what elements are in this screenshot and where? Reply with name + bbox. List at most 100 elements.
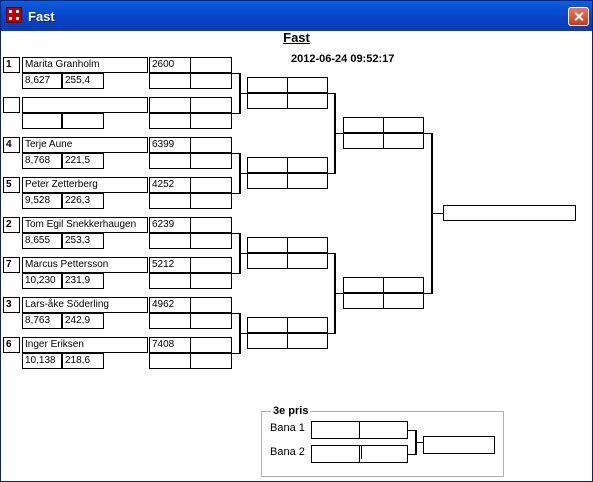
stat-field[interactable] — [22, 273, 62, 289]
stat-field[interactable] — [22, 113, 62, 129]
window-title: Fast — [28, 9, 55, 24]
bracket-line — [424, 293, 432, 294]
stat-field[interactable] — [62, 313, 104, 329]
app-icon — [6, 7, 22, 23]
quarterfinal-cell[interactable] — [287, 317, 328, 333]
close-button[interactable] — [568, 7, 589, 26]
quarterfinal-cell[interactable] — [287, 253, 328, 269]
score-cell[interactable] — [190, 57, 232, 73]
score-cell[interactable] — [190, 353, 232, 369]
quarterfinal-cell[interactable] — [287, 333, 328, 349]
quarterfinal-cell[interactable] — [287, 237, 328, 253]
stat-field[interactable] — [62, 113, 104, 129]
final-winner-field[interactable] — [443, 205, 576, 221]
score-cell[interactable] — [190, 257, 232, 273]
quarterfinal-cell[interactable] — [247, 77, 288, 93]
quarterfinal-cell[interactable] — [247, 317, 288, 333]
score-cell[interactable] — [190, 113, 232, 129]
stat-field[interactable] — [22, 193, 62, 209]
score-cell[interactable] — [149, 233, 191, 249]
stat-field[interactable] — [22, 233, 62, 249]
player-name-field[interactable] — [22, 177, 148, 193]
player-name-field[interactable] — [22, 297, 148, 313]
player-name-field[interactable] — [22, 137, 148, 153]
player-name: Peter Zetterberg — [25, 179, 98, 190]
quarterfinal-cell[interactable] — [287, 77, 328, 93]
bracket-line — [408, 454, 416, 455]
bracket-line — [232, 313, 240, 314]
third-place-cell[interactable] — [359, 445, 408, 463]
stat-field[interactable] — [62, 353, 104, 369]
score-cell[interactable] — [149, 153, 191, 169]
stat-field[interactable] — [62, 233, 104, 249]
player-name-field[interactable] — [22, 57, 148, 73]
score-cell[interactable] — [190, 337, 232, 353]
score-cell[interactable] — [190, 97, 232, 113]
score-cell[interactable] — [190, 193, 232, 209]
third-place-cell[interactable] — [359, 421, 408, 439]
title-bar[interactable]: Fast — [1, 1, 592, 31]
score-cell[interactable] — [149, 353, 191, 369]
seed-number: 2 — [3, 217, 20, 233]
score-cell[interactable] — [149, 113, 191, 129]
quarterfinal-cell[interactable] — [287, 93, 328, 109]
bracket-line — [232, 273, 240, 274]
semifinal-cell[interactable] — [343, 117, 384, 133]
score-cell[interactable] — [190, 177, 232, 193]
bracket-line — [232, 353, 240, 354]
player-name-field[interactable] — [22, 257, 148, 273]
semifinal-cell[interactable] — [383, 277, 424, 293]
third-place-cell[interactable] — [311, 421, 360, 439]
quarterfinal-cell[interactable] — [247, 237, 288, 253]
score-cell[interactable] — [190, 273, 232, 289]
player-name-field[interactable] — [22, 97, 148, 113]
score-cell[interactable] — [190, 313, 232, 329]
lane-1-label: Bana 1 — [270, 422, 305, 434]
score-cell[interactable] — [149, 73, 191, 89]
bracket-line — [328, 93, 335, 94]
score-cell[interactable] — [149, 313, 191, 329]
player-name-field[interactable] — [22, 337, 148, 353]
quarterfinal-cell[interactable] — [247, 333, 288, 349]
score-cell[interactable] — [190, 137, 232, 153]
player-name-field[interactable] — [22, 217, 148, 233]
quarterfinal-cell[interactable] — [287, 173, 328, 189]
player-name: Marcus Pettersson — [25, 259, 109, 270]
quarterfinal-cell[interactable] — [287, 157, 328, 173]
quarterfinal-cell[interactable] — [247, 93, 288, 109]
third-place-legend: 3e pris — [271, 405, 311, 417]
player-stat-1: 9,528 — [25, 195, 51, 206]
semifinal-cell[interactable] — [343, 293, 384, 309]
stat-field[interactable] — [22, 353, 62, 369]
stat-field[interactable] — [22, 73, 62, 89]
score-cell[interactable] — [190, 233, 232, 249]
semifinal-cell[interactable] — [343, 133, 384, 149]
score-cell[interactable] — [190, 153, 232, 169]
quarterfinal-cell[interactable] — [247, 157, 288, 173]
player-stat-2: 255,4 — [65, 75, 91, 86]
third-place-winner-field[interactable] — [423, 436, 495, 454]
bracket-line — [335, 293, 343, 294]
stat-field[interactable] — [62, 153, 104, 169]
score-cell[interactable] — [149, 193, 191, 209]
score-cell[interactable] — [149, 97, 191, 113]
semifinal-cell[interactable] — [383, 133, 424, 149]
player-stat-2: 226,3 — [65, 195, 91, 206]
stat-field[interactable] — [62, 273, 104, 289]
stat-field[interactable] — [22, 153, 62, 169]
bracket-line — [240, 93, 247, 94]
score-cell[interactable] — [190, 217, 232, 233]
semifinal-cell[interactable] — [383, 293, 424, 309]
stat-field[interactable] — [22, 313, 62, 329]
score-cell[interactable] — [190, 297, 232, 313]
stat-field[interactable] — [62, 73, 104, 89]
player-stat-1: 8,768 — [25, 155, 51, 166]
semifinal-cell[interactable] — [343, 277, 384, 293]
third-place-cell[interactable] — [311, 445, 360, 463]
score-cell[interactable] — [149, 273, 191, 289]
stat-field[interactable] — [62, 193, 104, 209]
semifinal-cell[interactable] — [383, 117, 424, 133]
quarterfinal-cell[interactable] — [247, 173, 288, 189]
quarterfinal-cell[interactable] — [247, 253, 288, 269]
score-cell[interactable] — [190, 73, 232, 89]
